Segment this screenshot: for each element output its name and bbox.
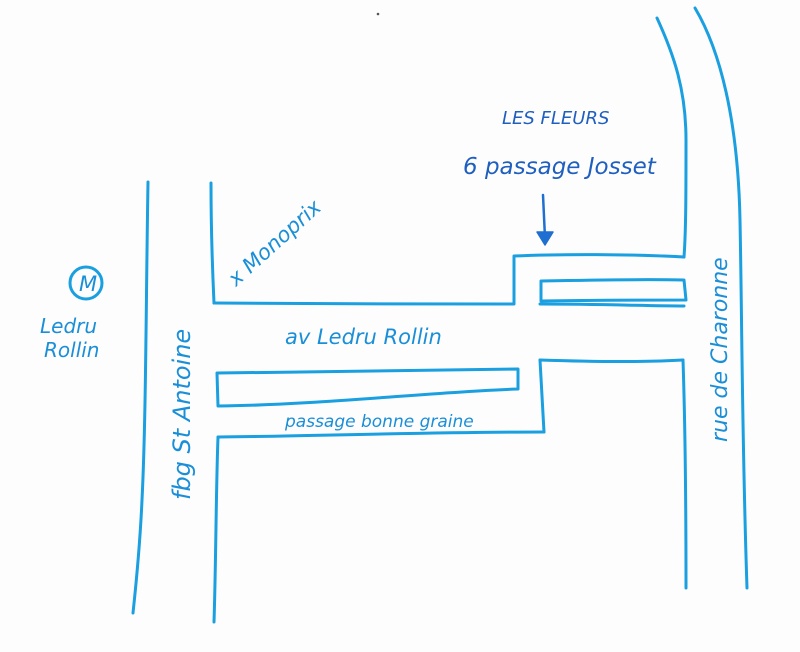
arrow-down-icon	[536, 193, 554, 246]
metro-icon: M	[68, 265, 104, 301]
avenue-south-edge-right	[538, 358, 685, 363]
metro-station-name-line1: Ledru	[40, 314, 97, 338]
destination-name: LES FLEURS	[502, 108, 609, 129]
avenue-south-edge	[538, 302, 686, 308]
block-passage-josset	[539, 278, 688, 303]
passage-bonne-graine-south-edge	[216, 430, 546, 439]
avenue-north-edge	[212, 253, 686, 306]
metro-station-name-line2: Rollin	[44, 338, 99, 362]
street-charonne-right-edge	[693, 6, 749, 590]
street-faubourg-right-edge-lower	[212, 435, 220, 624]
block-between-avenue-and-passage	[215, 367, 520, 408]
ink-dot	[376, 12, 380, 16]
metro-symbol: M	[79, 272, 97, 296]
street-label-faubourg: fbg St Antoine	[168, 329, 196, 500]
street-charonne-left-edge	[655, 16, 688, 259]
destination-address: 6 passage Josset	[463, 154, 657, 180]
street-label-passage-bonne-graine: passage bonne graine	[284, 412, 474, 432]
street-label-avenue: av Ledru Rollin	[285, 325, 442, 349]
landmark-monoprix: x Monoprix	[223, 195, 327, 292]
street-faubourg-right-edge-upper	[209, 181, 216, 305]
street-faubourg-left-edge	[131, 180, 150, 615]
street-label-charonne: rue de Charonne	[708, 257, 733, 442]
street-charonne-left-edge-lower	[681, 358, 688, 590]
avenue-inner-right-edge	[538, 358, 546, 434]
